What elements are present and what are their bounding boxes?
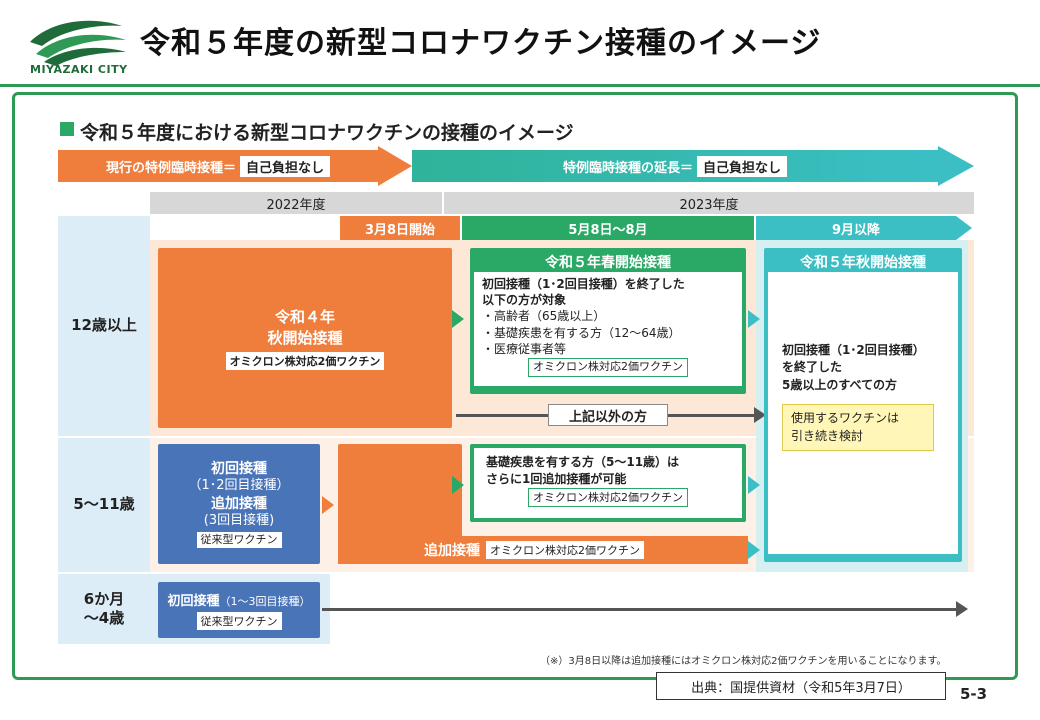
page-title: 令和５年度の新型コロナワクチン接種のイメージ bbox=[140, 26, 822, 61]
autumn-vaccine-line1: 使用するワクチンは bbox=[791, 411, 900, 426]
autumn-box: 令和５年秋開始接種 初回接種（1･2回目接種） を終了した 5歳以上のすべての方… bbox=[764, 248, 962, 562]
child-initial-sub: （1･2回目接種） bbox=[188, 477, 290, 493]
infant-initial-line: 初回接種（1～3回目接種） bbox=[167, 590, 310, 609]
infant-arrow-line bbox=[322, 608, 958, 611]
diagram-subtitle: 令和５年度における新型コロナワクチンの接種のイメージ bbox=[80, 122, 574, 144]
year-2022: 2022年度 bbox=[150, 192, 442, 214]
arrow-to-child-booster-icon bbox=[322, 496, 334, 514]
banner-left-tag: 自己負担なし bbox=[240, 155, 331, 177]
logo-text: MIYAZAKI CITY bbox=[30, 63, 128, 76]
autumn-title: 令和５年秋開始接種 bbox=[800, 255, 926, 271]
arrow-to-autumn-icon bbox=[748, 310, 760, 328]
r4-autumn-vaccine: オミクロン株対応2価ワクチン bbox=[225, 352, 385, 370]
phase-sept-arrow-icon bbox=[956, 216, 972, 240]
source-credit: 出典：国提供資材（令和5年3月7日） bbox=[656, 672, 946, 700]
banner-right-tag: 自己負担なし bbox=[697, 155, 788, 177]
phase-may: 5月8日～8月 bbox=[462, 216, 754, 240]
child-booster-bar: 追加接種 オミクロン株対応2価ワクチン bbox=[338, 536, 748, 564]
footnote: （※）3月8日以降は追加接種にはオミクロン株対応2価ワクチンを用いることになりま… bbox=[540, 656, 947, 667]
spring-body: 初回接種（1･2回目接種）を終了した 以下の方が対象 ・高齢者（65歳以上） ・… bbox=[474, 272, 742, 386]
phase-march: 3月8日開始 bbox=[340, 216, 460, 240]
child-spring-box: 基礎疾患を有する方（5～11歳）は さらに1回追加接種が可能 オミクロン株対応2… bbox=[470, 444, 746, 522]
child-vaccine: 従来型ワクチン bbox=[196, 531, 282, 549]
spring-body-line1: 初回接種（1･2回目接種）を終了した bbox=[482, 277, 685, 291]
autumn-body-line1: 初回接種（1･2回目接種） bbox=[782, 343, 925, 357]
infant-initial-label: 初回接種 bbox=[167, 594, 220, 609]
banner-right-arrow-icon bbox=[938, 146, 974, 186]
page-number: 5-3 bbox=[960, 685, 988, 703]
child-spring-line1: 基礎疾患を有する方（5～11歳）は bbox=[486, 455, 680, 469]
banner-left-arrow-icon bbox=[378, 146, 412, 186]
subtitle-marker-icon bbox=[60, 122, 74, 136]
spring-title: 令和５年春開始接種 bbox=[545, 255, 671, 271]
spring-item-underlying: ・基礎疾患を有する方（12～64歳） bbox=[482, 325, 681, 340]
child-booster-bar-vaccine: オミクロン株対応2価ワクチン bbox=[486, 541, 644, 559]
others-arrow-icon bbox=[754, 407, 766, 423]
child-initial-label: 初回接種 bbox=[211, 460, 267, 477]
infant-initial-sub: （1～3回目接種） bbox=[219, 595, 311, 608]
autumn-body-line2: を終了した bbox=[782, 360, 843, 375]
infant-vaccine: 従来型ワクチン bbox=[196, 612, 282, 630]
phase-sept: 9月以降 bbox=[756, 216, 956, 240]
arrow-child-booster-to-autumn-icon bbox=[748, 541, 760, 559]
spring-item-elderly: ・高齢者（65歳以上） bbox=[482, 309, 606, 324]
autumn-body-line3: 5歳以上のすべての方 bbox=[782, 377, 898, 392]
child-initial-box: 初回接種 （1･2回目接種） 追加接種 (3回目接種) 従来型ワクチン bbox=[158, 444, 320, 564]
spring-item-medical: ・医療従事者等 bbox=[482, 341, 567, 356]
spring-body-line2: 以下の方が対象 bbox=[482, 293, 567, 308]
banner-right-text: 特例臨時接種の延長＝ bbox=[562, 160, 693, 176]
arrow-to-child-spring-icon bbox=[452, 476, 464, 494]
banner-left-text: 現行の特例臨時接種＝ bbox=[105, 160, 236, 176]
autumn-body: 初回接種（1･2回目接種） を終了した 5歳以上のすべての方 使用するワクチンは… bbox=[768, 272, 958, 554]
others-label: 上記以外の方 bbox=[548, 404, 668, 426]
child-spring-line2: さらに1回追加接種が可能 bbox=[486, 471, 627, 486]
r4-autumn-line2: 秋開始接種 bbox=[267, 329, 343, 347]
child-booster-sub: (3回目接種) bbox=[203, 513, 275, 529]
row-label-6m-4: 6か月 ～4歳 bbox=[58, 574, 150, 644]
arrow-child-spring-to-autumn-icon bbox=[748, 476, 760, 494]
header-divider bbox=[0, 84, 1040, 87]
autumn-vaccine-note: 使用するワクチンは 引き続き検討 bbox=[782, 404, 934, 451]
child-spring-body: 基礎疾患を有する方（5～11歳）は さらに1回追加接種が可能 オミクロン株対応2… bbox=[474, 448, 742, 518]
row-label-5-11: 5～11歳 bbox=[58, 438, 150, 572]
row-label-6m-line1: 6か月 bbox=[83, 589, 125, 608]
row-label-6m-line2: ～4歳 bbox=[83, 609, 125, 627]
autumn-vaccine-line2: 引き続き検討 bbox=[791, 428, 864, 443]
r4-autumn-line1: 令和４年 bbox=[274, 308, 335, 326]
r4-autumn-box: 令和４年 秋開始接種 オミクロン株対応2価ワクチン bbox=[158, 248, 452, 428]
year-2023: 2023年度 bbox=[444, 192, 974, 214]
banner-current-special: 現行の特例臨時接種＝ 自己負担なし bbox=[58, 150, 378, 182]
infant-arrow-icon bbox=[956, 601, 968, 617]
infant-initial-box: 初回接種（1～3回目接種） 従来型ワクチン bbox=[158, 582, 320, 638]
arrow-to-spring-icon bbox=[452, 310, 464, 328]
banner-extension: 特例臨時接種の延長＝ 自己負担なし bbox=[412, 150, 938, 182]
spring-vaccine: オミクロン株対応2価ワクチン bbox=[528, 357, 688, 377]
child-booster-bar-label: 追加接種 bbox=[424, 543, 480, 559]
spring-box: 令和５年春開始接種 初回接種（1･2回目接種）を終了した 以下の方が対象 ・高齢… bbox=[470, 248, 746, 394]
row-label-12-plus: 12歳以上 bbox=[58, 216, 150, 436]
miyazaki-city-logo-icon bbox=[30, 20, 126, 66]
child-spring-vaccine: オミクロン株対応2価ワクチン bbox=[528, 487, 688, 507]
child-booster-label: 追加接種 bbox=[211, 495, 267, 512]
